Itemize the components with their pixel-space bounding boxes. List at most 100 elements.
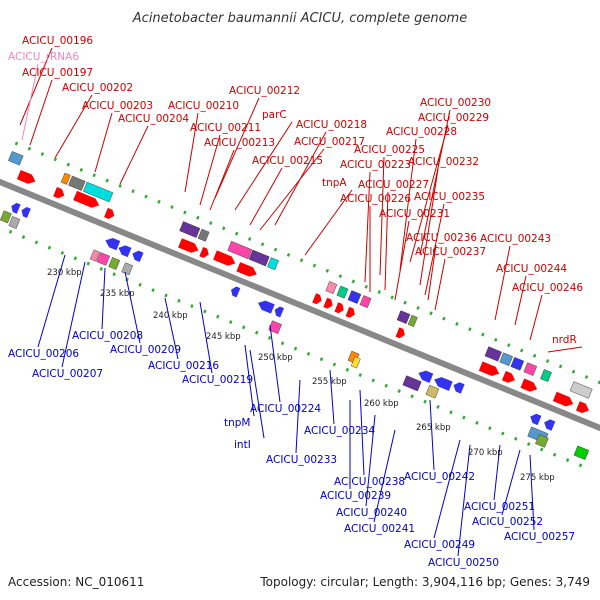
- tick-mark: [488, 426, 492, 431]
- reverse-gene-arrow: [453, 382, 465, 394]
- forward-gene-label: ACICU_00237: [415, 246, 486, 258]
- reverse-gene-arrow: [418, 370, 434, 383]
- gene-box: [8, 216, 21, 229]
- leader-line: [399, 138, 417, 271]
- leader-line: [304, 189, 353, 256]
- gene-box: [484, 346, 502, 362]
- gene-box: [569, 381, 593, 399]
- leader-line: [419, 168, 439, 286]
- gene-box-shape: [425, 384, 440, 399]
- gene-box: [347, 290, 362, 304]
- forward-gene-label: ACICU_00235: [414, 191, 485, 203]
- gene-box-shape: [96, 252, 110, 266]
- leader-line: [457, 444, 471, 557]
- gene-box-shape: [336, 285, 349, 299]
- gene-box-shape: [573, 445, 590, 460]
- scale-ticks: [8, 141, 600, 468]
- reverse-gene-label: ACICU_00242: [404, 471, 475, 483]
- reverse-gene-label: ACICU_00208: [72, 330, 143, 342]
- forward-gene-label: parC: [262, 109, 287, 121]
- tick-mark: [144, 194, 148, 199]
- leader-line: [29, 79, 53, 146]
- tick-mark: [21, 235, 26, 240]
- reverse-gene-arrow: [118, 245, 132, 258]
- leader-line: [249, 349, 265, 439]
- tick-mark: [286, 252, 291, 257]
- tick-mark: [519, 348, 524, 353]
- gene-box: [179, 221, 201, 238]
- reverse-gene-label: ACICU_00249: [404, 539, 475, 551]
- leader-line: [433, 439, 461, 539]
- gene-box-shape: [402, 375, 422, 392]
- forward-gene-label: ACICU_00203: [82, 100, 153, 112]
- gene-shape: [501, 370, 515, 383]
- gene-shape: [345, 306, 355, 318]
- tick-mark: [183, 210, 187, 215]
- gene-box-shape: [510, 357, 525, 371]
- tick-mark: [86, 261, 90, 266]
- forward-gene-arrow: [345, 306, 355, 318]
- gene-box-shape: [8, 216, 21, 229]
- tick-mark: [203, 309, 207, 314]
- tick-mark: [442, 316, 446, 321]
- reverse-gene-label: ACICU_00241: [344, 523, 415, 535]
- forward-gene-label: ACICU_00225: [354, 144, 425, 156]
- reverse-gene-label: ACICU_00234: [304, 425, 375, 437]
- tick-mark: [545, 359, 550, 364]
- reverse-gene-label: ACICU_00207: [32, 368, 103, 380]
- gene-shape: [418, 370, 434, 383]
- tick-mark: [514, 436, 518, 441]
- tick-mark: [66, 162, 71, 167]
- reverse-gene-label: ACICU_00219: [182, 374, 253, 386]
- forward-gene-arrow: [178, 238, 199, 253]
- gene-shape: [199, 246, 209, 258]
- tick-mark: [164, 293, 168, 298]
- forward-gene-label: ACICU_00244: [496, 263, 567, 275]
- tick-mark: [190, 304, 194, 309]
- gene-box-shape: [407, 314, 418, 327]
- gene-shape: [132, 250, 144, 263]
- backbone-line: [0, 178, 600, 432]
- reverse-gene-arrow: [21, 207, 31, 218]
- reverse-gene-label: ACICU_00250: [428, 557, 499, 569]
- gene-box-shape: [540, 369, 552, 382]
- tick-mark: [455, 321, 459, 326]
- tick-mark: [260, 242, 265, 247]
- gene-shape: [118, 245, 132, 258]
- gene-box: [573, 445, 590, 460]
- tick-mark: [552, 452, 557, 457]
- forward-gene-label: tnpA: [322, 177, 347, 189]
- gene-shape: [231, 286, 241, 298]
- leader-line: [19, 47, 53, 126]
- tick-mark: [216, 314, 220, 319]
- tick-mark: [53, 157, 58, 162]
- gene-shape: [105, 238, 121, 251]
- reverse-gene-label: ACICU_00257: [504, 531, 575, 543]
- leader-line: [269, 324, 281, 403]
- gene-box: [267, 257, 279, 271]
- gene-box-shape: [8, 151, 24, 166]
- leader-line: [364, 171, 371, 283]
- tick-mark: [351, 279, 356, 284]
- leader-line: [199, 134, 221, 206]
- scale-label: 255 kbp: [312, 377, 347, 387]
- reverse-gene-arrow: [530, 413, 542, 426]
- leader-line: [54, 94, 93, 159]
- reverse-gene-arrow: [105, 238, 121, 251]
- gene-shape: [520, 378, 538, 392]
- gene-box: [0, 210, 12, 224]
- scale-label: 245 kbp: [206, 332, 241, 342]
- tick-mark: [578, 463, 583, 468]
- map-title: Acinetobacter baumannii ACICU, complete …: [132, 11, 467, 26]
- leader-line: [209, 149, 235, 211]
- tick-mark: [558, 364, 563, 369]
- tick-mark: [494, 337, 498, 342]
- gene-box-shape: [89, 249, 100, 262]
- leader-line: [259, 148, 325, 231]
- reverse-gene-arrow: [544, 419, 556, 431]
- scale-label: 240 kbp: [153, 311, 188, 321]
- leader-line: [434, 258, 446, 311]
- tick-mark: [112, 272, 116, 277]
- gene-box: [60, 172, 71, 185]
